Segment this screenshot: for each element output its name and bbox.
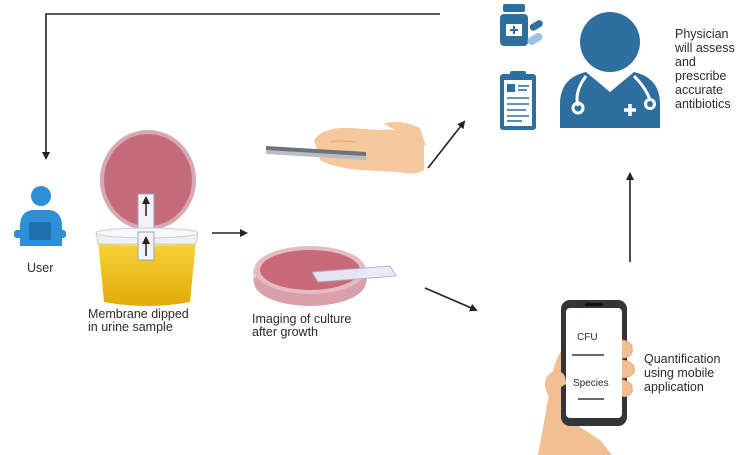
medicine-bottle-icon: [500, 4, 528, 46]
membrane-label: Membrane dipped in urine sample: [88, 308, 189, 334]
physician-icon: [560, 12, 660, 128]
imaging-label: Imaging of culture after growth: [252, 313, 351, 339]
arrow-culture-to-app: [425, 288, 476, 310]
user-icon: [14, 186, 66, 246]
urine-cup-icon: [96, 228, 198, 306]
app-species-label: Species: [573, 379, 609, 390]
culture-plate-icon: [254, 246, 396, 306]
physician-label: Physician will assess and prescribe accu…: [675, 27, 735, 111]
user-label: User: [27, 262, 53, 275]
app-cfu-label: CFU: [577, 333, 598, 344]
hand-phone-imaging-icon: [266, 122, 426, 174]
quantification-label: Quantification using mobile application: [644, 352, 720, 394]
pills-icon: [526, 19, 544, 47]
prescription-clipboard-icon: [500, 71, 536, 130]
arrow-to-physician: [428, 122, 464, 168]
